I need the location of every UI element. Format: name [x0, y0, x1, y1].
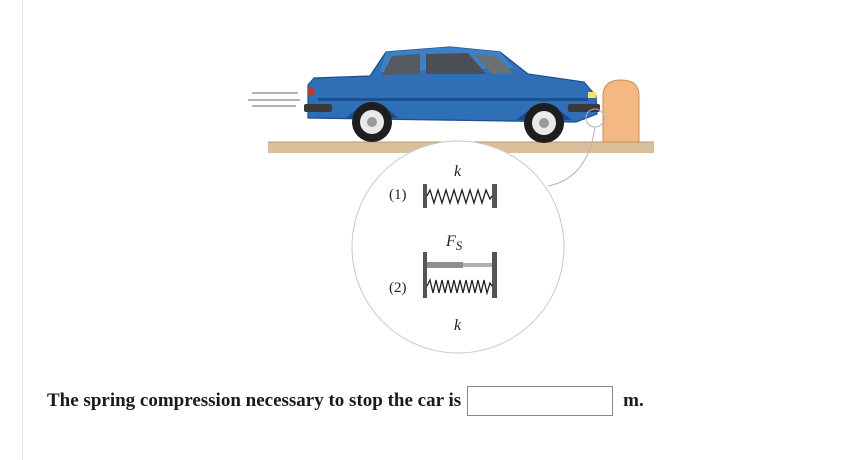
answer-input[interactable] — [467, 386, 614, 416]
spring-label-k-top: k — [454, 163, 462, 180]
detail-leader-line — [547, 126, 596, 187]
spring-1 — [423, 184, 497, 208]
car — [304, 46, 600, 143]
spring-label-k-bottom: k — [454, 317, 462, 334]
question-prompt: The spring compression necessary to stop… — [47, 390, 462, 411]
config-label-2: (2) — [389, 280, 407, 296]
force-label-fs: FS — [445, 233, 463, 253]
unit-label: m. — [623, 390, 644, 411]
motion-lines — [248, 92, 300, 107]
rear-wheel — [352, 102, 392, 142]
magnified-detail-circle — [351, 140, 565, 354]
left-border-rule — [22, 0, 23, 460]
config-label-1: (1) — [389, 187, 407, 203]
front-wheel — [524, 103, 564, 143]
spring-2-assembly — [423, 252, 497, 298]
question-row: The spring compression necessary to stop… — [47, 386, 644, 416]
barrier — [602, 79, 640, 143]
car-spring-diagram: k (1) FS (2) k — [248, 46, 654, 354]
